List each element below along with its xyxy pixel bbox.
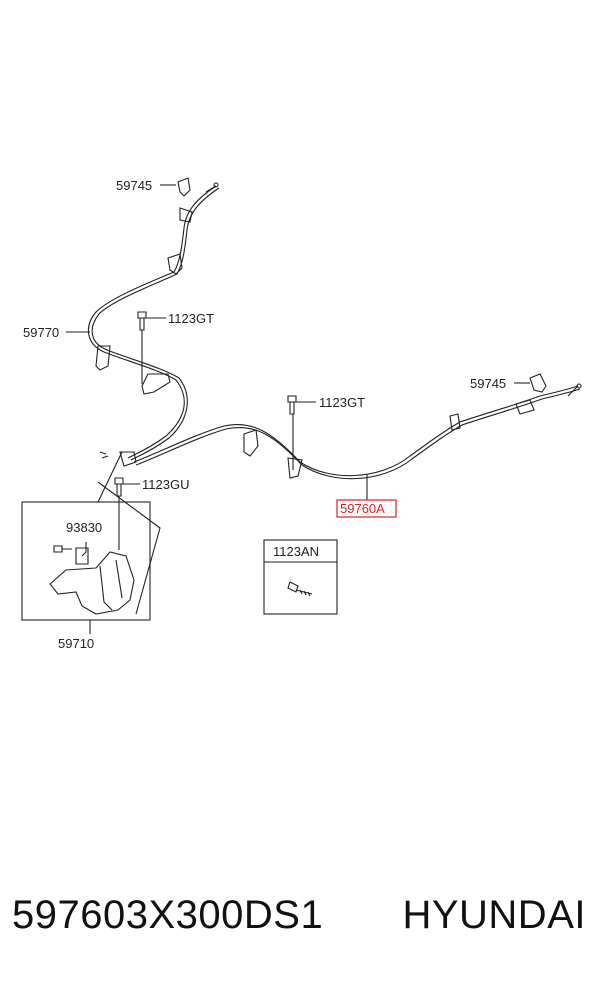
parking-lever	[49, 551, 135, 615]
footer: 597603X300DS1 HYUNDAI	[0, 880, 600, 950]
callout-bolt-a: 1123GT	[168, 311, 214, 326]
footer-part-number: 597603X300DS1	[12, 892, 324, 937]
rear-clip	[529, 373, 547, 393]
callout-lever-assy: 59710	[58, 636, 94, 651]
highlight-box	[336, 499, 397, 518]
callout-part-main[interactable]: 59760A	[340, 501, 385, 516]
lever-assembly-box	[21, 501, 151, 621]
bolt-detail-box	[263, 539, 338, 615]
callout-bolt-b: 1123GT	[319, 395, 365, 410]
callout-bolt-lever: 93830	[66, 520, 102, 535]
callout-cable-front: 59770	[23, 325, 59, 340]
callout-bolt-c: 1123GU	[142, 477, 189, 492]
front-clip	[177, 177, 191, 197]
callout-bolt-box: 1123AN	[273, 544, 319, 559]
front-cable	[87, 185, 217, 459]
callout-clip-rear: 59745	[470, 376, 506, 391]
callout-clip-front: 59745	[116, 178, 152, 193]
main-cable	[133, 385, 579, 477]
footer-brand: HYUNDAI	[402, 892, 586, 937]
